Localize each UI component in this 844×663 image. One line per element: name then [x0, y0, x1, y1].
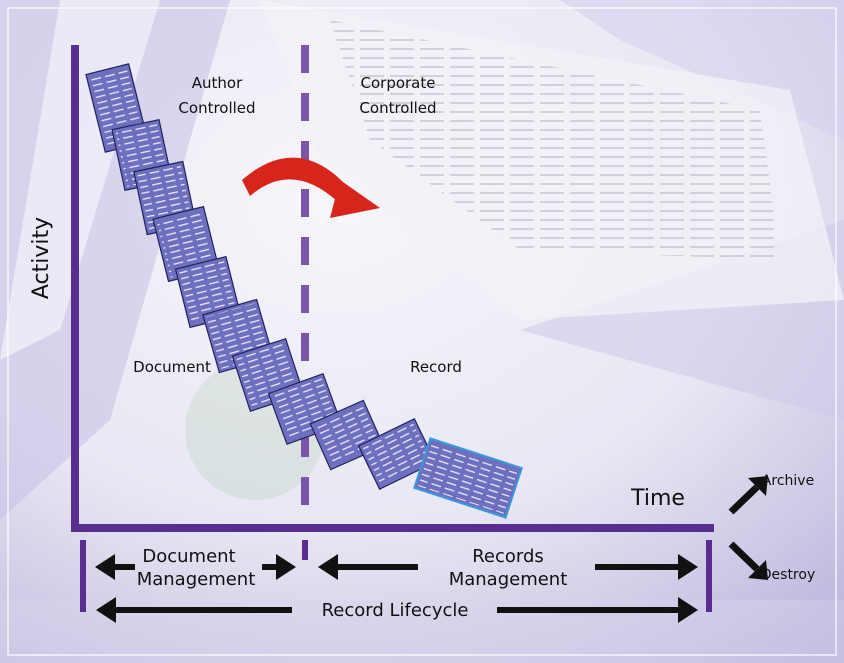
record-phase-label: Record — [410, 358, 462, 376]
curved-arrow-icon — [242, 157, 380, 218]
x-axis-label: Time — [630, 486, 685, 511]
records-management-span — [318, 554, 698, 580]
document-management-label-line1: Document — [142, 546, 235, 567]
y-axis-label: Activity — [29, 217, 54, 299]
records-management-label-line1: Records — [472, 546, 544, 567]
corporate-zone-label-line2: Controlled — [359, 99, 436, 117]
document-management-label-line2: Management — [137, 569, 256, 590]
destroy-label: Destroy — [761, 567, 815, 583]
archive-label: Archive — [762, 473, 814, 489]
records-management-label-line2: Management — [449, 569, 568, 590]
record-lifecycle-label: Record Lifecycle — [322, 600, 469, 621]
document-page-icon — [357, 418, 437, 490]
document-pages — [85, 63, 523, 519]
document-management-span — [95, 554, 296, 580]
document-phase-label: Document — [133, 358, 211, 376]
author-zone-label-line1: Author — [192, 74, 243, 92]
destroy-arrow-icon — [728, 541, 768, 580]
record-lifecycle-span — [96, 597, 698, 623]
document-page-icon — [413, 437, 523, 519]
corporate-zone-label-line1: Corporate — [361, 74, 436, 92]
author-zone-label-line2: Controlled — [178, 99, 255, 117]
archive-arrow-icon — [728, 476, 768, 515]
